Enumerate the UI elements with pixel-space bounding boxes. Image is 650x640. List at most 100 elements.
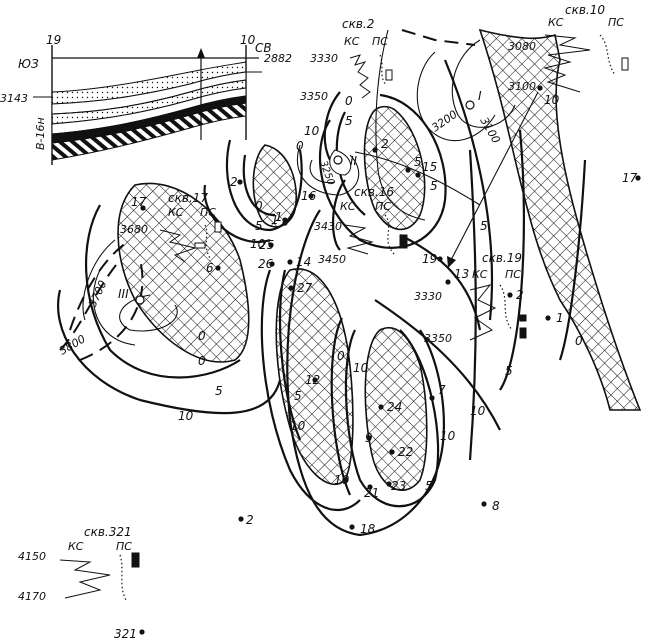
well-log-321-ps: ПС	[116, 540, 132, 553]
well-10: 10	[334, 473, 350, 487]
well-log-16-depth-1: 3430	[314, 220, 342, 233]
well-label: 27	[297, 281, 313, 295]
well-log-10-ks: КС	[548, 16, 564, 29]
well-log-2-depth-1: 3330	[310, 52, 338, 65]
hatched-zone-north-2	[363, 105, 426, 231]
well-dot	[378, 404, 384, 410]
well-dot	[367, 484, 373, 490]
well-log-321-ks: КС	[68, 540, 84, 553]
xsec-top-depth: 2882	[264, 52, 292, 65]
well-dot	[386, 481, 392, 487]
well-dot	[445, 279, 451, 285]
well-dot	[481, 501, 487, 507]
cross-section-inset: 19 10 ЮЗ СВ 2882 3143 В-16н	[0, 33, 292, 165]
well-log-17-ps: ПС	[200, 206, 216, 219]
isopach-label-5: 5	[294, 389, 302, 403]
well-5: 5	[405, 155, 422, 173]
isopach-label-0: 0	[337, 349, 345, 363]
isopach-label-5: 5	[345, 114, 353, 128]
well-1: 1	[271, 213, 288, 227]
well-18: 18	[349, 522, 376, 536]
well-label: 26	[258, 257, 274, 271]
well-label: 6	[206, 261, 214, 275]
well-dot	[429, 395, 435, 401]
well-label: 25	[259, 238, 274, 252]
well-dot	[537, 85, 543, 91]
well-dot	[372, 147, 378, 153]
well-log-19-name: скв.19	[482, 251, 522, 265]
well-27: 27	[288, 281, 313, 295]
well-log-2-depth-2: 3350	[300, 90, 328, 103]
well-1: 1	[545, 311, 564, 325]
well-label: 15	[422, 160, 437, 174]
well-dot	[415, 172, 421, 178]
well-dot	[282, 217, 288, 223]
well-log-321-name: скв.321	[84, 525, 132, 539]
isopach-label-10: 10	[250, 237, 266, 251]
well-log-16-name: скв.16	[354, 185, 394, 199]
well-dot	[312, 377, 318, 383]
well-log-10: скв.10 КС ПС 3080 3100	[508, 3, 629, 93]
well-label: 321	[114, 627, 137, 640]
well-log-19-ps: ПС	[505, 268, 521, 281]
well-dot	[238, 516, 244, 522]
well-log-10-depth-1: 3080	[508, 40, 536, 53]
xsec-left-depth: 3143	[0, 92, 28, 105]
well-9: 9	[365, 431, 373, 445]
well-label: 2	[516, 288, 524, 302]
well-label: 21	[364, 486, 379, 500]
well-log-16: скв.16 КС ПС 3430 3450	[314, 185, 408, 266]
well-12: 12	[305, 373, 320, 387]
well-2: 2	[230, 175, 243, 189]
isopach-label-10: 10	[353, 361, 369, 375]
well-2: 2	[238, 513, 254, 527]
well-26: 26	[258, 257, 275, 271]
isopach-label-10: 10	[440, 429, 456, 443]
well-log-321-depth-1: 4150	[18, 550, 46, 563]
well-log-17-name: скв.17	[168, 191, 208, 205]
well-label: 19	[422, 252, 437, 266]
well-log-10-name: скв.10	[565, 3, 605, 17]
well-label: 8	[492, 499, 500, 513]
isopach-label-5: 5	[255, 219, 263, 233]
wells-layer: 1222256789101011213141516171718192122232…	[114, 85, 641, 640]
well-label: 1	[275, 210, 283, 224]
well-dot	[635, 175, 641, 181]
hatched-zone-east	[478, 28, 642, 411]
isopach-value-labels: 0 0 5 10 0 5 10 0 5 10 5 10 0 10 5 10 5 …	[178, 94, 583, 493]
isopach-label-10: 10	[178, 409, 194, 423]
xsec-left-direction: ЮЗ	[18, 57, 39, 71]
isopach-label-0: 0	[255, 199, 263, 213]
well-log-2: скв.2 КС ПС 3330 3350	[300, 17, 393, 103]
well-log-19-depth-2: 3350	[424, 332, 452, 345]
well-dot	[349, 524, 355, 530]
well-22: 22	[389, 445, 413, 459]
well-17: 17	[622, 171, 641, 185]
well-2: 2	[372, 137, 389, 153]
well-dot	[308, 193, 314, 199]
well-log-19-depth-1: 3330	[414, 290, 442, 303]
well-log-2-ps: ПС	[372, 35, 388, 48]
well-13: 13	[445, 267, 469, 285]
well-label: 7	[438, 383, 446, 397]
well-23: 23	[386, 479, 406, 493]
isopach-label-0: 0	[575, 334, 583, 348]
well-label: 2	[246, 513, 254, 527]
well-log-19-ks: КС	[472, 268, 488, 281]
well-label: 22	[398, 445, 413, 459]
well-dot	[287, 259, 293, 265]
well-label: 1	[271, 213, 279, 227]
well-log-10-depth-2: 3100	[508, 80, 536, 93]
well-15: 15	[415, 160, 437, 178]
well-dot	[237, 179, 243, 185]
well-label: 13	[454, 267, 469, 281]
contour-label-3200: 3200	[429, 108, 459, 135]
well-7: 7	[429, 383, 446, 401]
structure-i: I	[478, 89, 482, 103]
well-label: 17	[622, 171, 638, 185]
well-dot	[405, 167, 411, 173]
well-21: 21	[364, 484, 379, 500]
well-label: 5	[414, 155, 422, 169]
contour-label-3800: 3800	[57, 332, 88, 357]
well-label: 23	[391, 479, 406, 493]
